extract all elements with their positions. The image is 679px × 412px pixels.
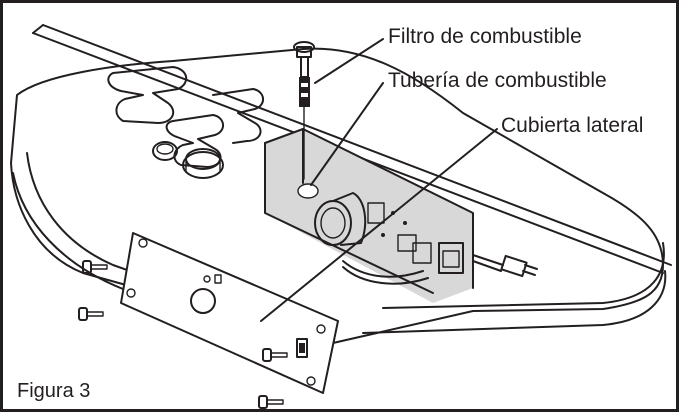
small-cap	[152, 141, 178, 161]
screw-4	[258, 395, 284, 409]
figure-caption: Figura 3	[17, 380, 91, 402]
side-compartment	[264, 128, 474, 303]
power-cord	[472, 254, 538, 278]
motor-assembly	[314, 192, 464, 285]
side-cover-label: Cubierta lateral	[501, 114, 644, 137]
leader-fuel-line	[310, 82, 384, 186]
screw-3	[262, 348, 288, 362]
screw-1	[82, 260, 108, 274]
cover-screws	[78, 260, 288, 409]
top-cutouts	[107, 66, 264, 168]
fuel-filter-part	[293, 41, 315, 180]
side-cover-part	[120, 232, 339, 394]
screw-2	[78, 307, 104, 321]
fuel-filter-label: Filtro de combustible	[388, 25, 582, 48]
leader-fuel-filter	[314, 38, 384, 84]
leader-side-cover	[260, 128, 498, 322]
tank-cap	[182, 148, 224, 179]
fuel-line-label: Tubería de combustible	[388, 69, 607, 92]
leader-lines	[260, 38, 498, 322]
heater-illustration	[10, 24, 672, 409]
